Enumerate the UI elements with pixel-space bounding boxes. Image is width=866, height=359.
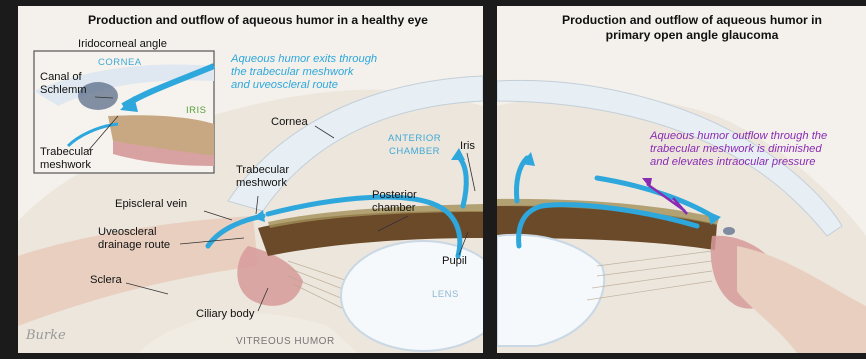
glaucoma-eye-illustration [497, 6, 866, 353]
inset-trabecular-label: Trabecular meshwork [40, 146, 93, 172]
inset-iris-label: IRIS [186, 104, 206, 117]
glaucoma-eye-panel: Production and outflow of aqueous humor … [497, 6, 866, 353]
episcleral-vein-label: Episcleral vein [115, 198, 187, 211]
glaucoma-outflow-note: Aqueous humor outflow through the trabec… [650, 130, 827, 169]
ciliary-body-label: Ciliary body [196, 308, 254, 321]
healthy-eye-title: Production and outflow of aqueous humor … [48, 13, 468, 28]
glaucoma-eye-title: Production and outflow of aqueous humor … [537, 13, 847, 43]
anterior-chamber-label: ANTERIOR CHAMBER [388, 132, 441, 158]
artist-signature: Burke [26, 328, 66, 343]
canal-of-schlemm-label: Canal of Schlemm [40, 71, 87, 97]
trabecular-meshwork-label: Trabecular meshwork [236, 164, 289, 190]
iris-label: Iris [460, 140, 475, 153]
uveoscleral-route-label: Uveoscleral drainage route [98, 226, 170, 252]
inset-cornea-label: CORNEA [98, 56, 142, 69]
pupil-label: Pupil [442, 255, 467, 268]
sclera-label: Sclera [90, 274, 122, 287]
posterior-chamber-label: Posterior chamber [372, 189, 417, 215]
iridocorneal-angle-label: Iridocorneal angle [78, 38, 167, 51]
cornea-label: Cornea [271, 116, 308, 129]
healthy-outflow-note: Aqueous humor exits through the trabecul… [231, 53, 377, 92]
lens-label: LENS [432, 288, 459, 301]
vitreous-humor-label: VITREOUS HUMOR [236, 335, 335, 348]
healthy-eye-panel: Production and outflow of aqueous humor … [18, 6, 483, 353]
